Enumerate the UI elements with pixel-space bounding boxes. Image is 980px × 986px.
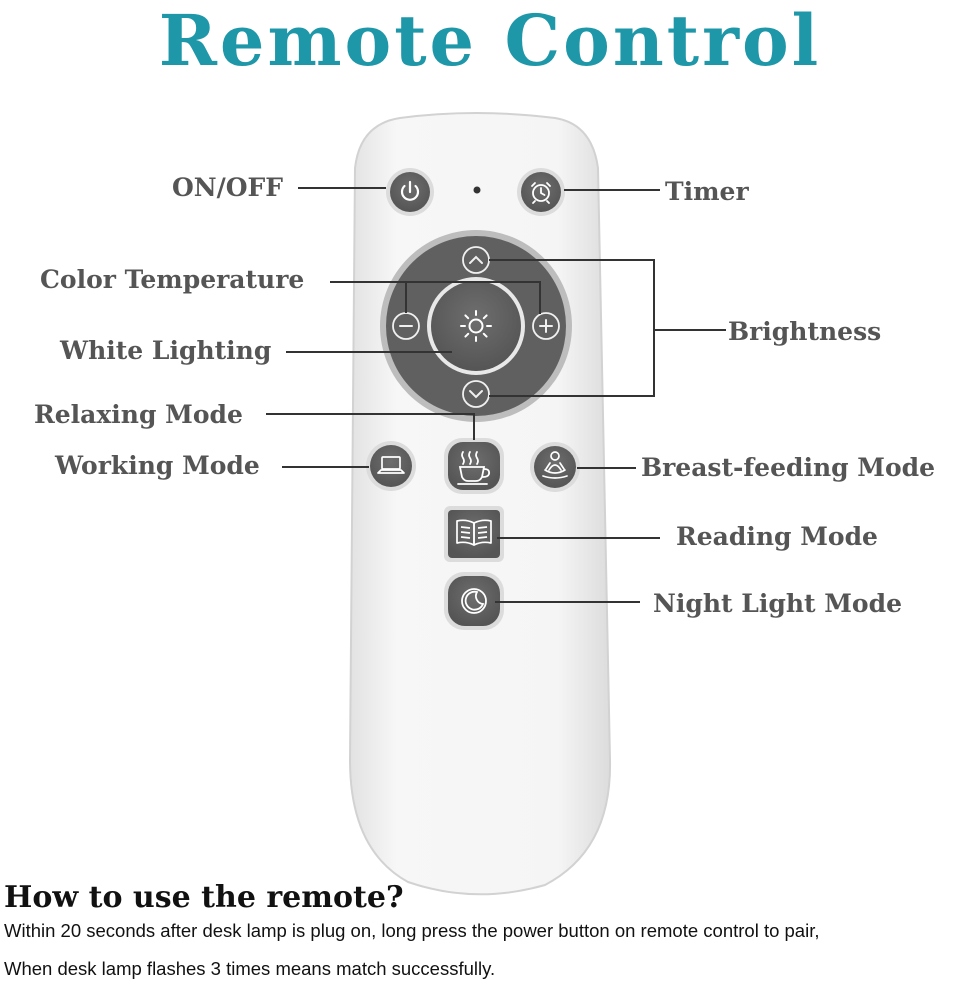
reading-mode-button[interactable] xyxy=(444,506,504,562)
howto-title: How to use the remote? xyxy=(4,880,404,915)
chevron-down-icon xyxy=(469,390,483,399)
book-icon xyxy=(456,519,492,546)
label-night-light-mode: Night Light Mode xyxy=(653,589,902,618)
breast-feeding-mode-button[interactable] xyxy=(530,442,580,492)
howto-line-1: Within 20 seconds after desk lamp is plu… xyxy=(4,920,820,941)
label-on-off: ON/OFF xyxy=(172,173,284,202)
alarm-clock-icon xyxy=(531,182,551,204)
brightness-down-button[interactable] xyxy=(462,380,490,408)
label-timer: Timer xyxy=(665,177,749,206)
relaxing-mode-button[interactable] xyxy=(444,438,504,494)
timer-button[interactable] xyxy=(517,168,565,216)
power-icon xyxy=(400,180,420,201)
power-button[interactable] xyxy=(386,168,434,216)
indicator-light xyxy=(473,186,481,194)
label-brightness: Brightness xyxy=(728,317,882,346)
leader-lines xyxy=(266,187,726,603)
plus-icon xyxy=(539,319,553,333)
sun-icon xyxy=(460,310,492,342)
moon-icon xyxy=(461,588,487,614)
label-breast-feeding-mode: Breast-feeding Mode xyxy=(641,453,936,482)
label-color-temperature: Color Temperature xyxy=(40,265,305,294)
white-lighting-button[interactable] xyxy=(427,277,525,375)
meditation-icon xyxy=(542,451,568,479)
working-mode-button[interactable] xyxy=(366,441,416,491)
chevron-up-icon xyxy=(469,255,483,264)
label-white-lighting: White Lighting xyxy=(60,336,272,365)
night-light-mode-button[interactable] xyxy=(444,572,504,630)
label-relaxing-mode: Relaxing Mode xyxy=(34,400,243,429)
page-title: Remote Control xyxy=(158,0,822,82)
laptop-icon xyxy=(377,456,405,474)
color-temp-plus-button[interactable] xyxy=(532,312,560,340)
howto-line-2: When desk lamp flashes 3 times means mat… xyxy=(4,958,496,979)
coffee-cup-icon xyxy=(457,451,491,485)
label-working-mode: Working Mode xyxy=(55,451,260,480)
label-reading-mode: Reading Mode xyxy=(676,522,878,551)
